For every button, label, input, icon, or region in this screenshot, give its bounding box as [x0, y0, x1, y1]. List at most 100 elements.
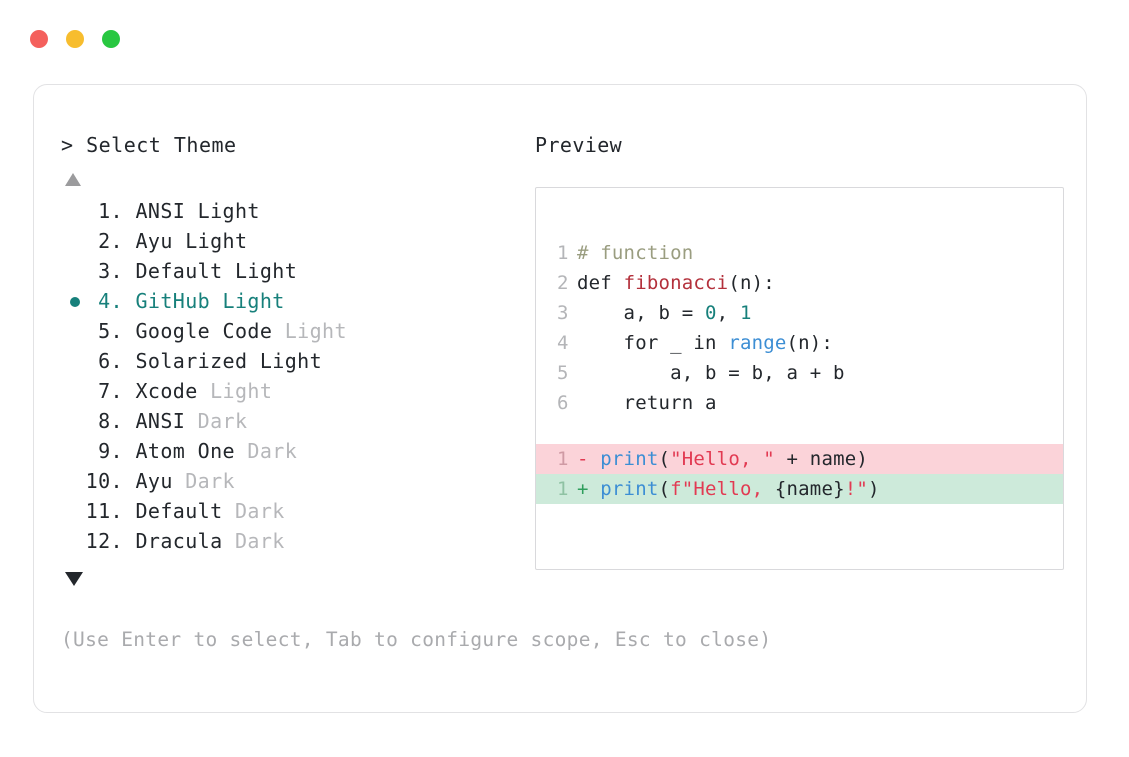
line-number: 1 — [557, 242, 569, 264]
theme-item-index: 10. — [85, 469, 123, 493]
theme-list-item[interactable]: 3. Default Light — [61, 256, 531, 286]
theme-item-name: ANSI — [123, 199, 186, 223]
code-token: ( — [658, 478, 671, 500]
code-token: 1 — [739, 302, 752, 324]
code-token: print — [600, 478, 659, 500]
diff-lines: 1- print("Hello, " + name)1+ print(f"Hel… — [536, 444, 1063, 504]
code-token: (n): — [728, 272, 775, 294]
diff-line-del: 1- print("Hello, " + name) — [536, 444, 1063, 474]
line-number: 4 — [557, 332, 569, 354]
code-token: !" — [844, 478, 869, 500]
theme-list-item[interactable]: 12. Dracula Dark — [61, 526, 531, 556]
theme-item-variant: Dark — [172, 469, 235, 493]
code-token: ) — [868, 478, 880, 500]
code-line: 4 for _ in range(n): — [536, 328, 1063, 358]
theme-item-variant: Light — [172, 229, 248, 253]
code-token: {name} — [774, 478, 845, 500]
theme-item-index: 3. — [98, 259, 123, 283]
theme-item-variant: Light — [185, 199, 260, 223]
theme-item-index: 12. — [85, 529, 123, 553]
theme-item-name: Dracula — [123, 529, 223, 553]
theme-item-name: Ayu — [123, 469, 173, 493]
theme-item-variant: Dark — [222, 499, 285, 523]
theme-list-item[interactable]: 4. GitHub Light — [61, 286, 531, 316]
theme-list-item[interactable]: 2. Ayu Light — [61, 226, 531, 256]
line-number: 3 — [557, 302, 569, 324]
theme-item-name: ANSI — [123, 409, 186, 433]
code-token: range — [728, 332, 787, 354]
theme-item-variant: Light — [210, 289, 285, 313]
theme-item-index: 11. — [85, 499, 123, 523]
scroll-down-icon[interactable] — [65, 572, 83, 586]
window-titlebar — [30, 30, 120, 48]
select-theme-prompt: > Select Theme — [61, 133, 237, 157]
code-token: (n): — [786, 332, 834, 354]
theme-item-variant: Light — [222, 259, 298, 283]
line-number: 1 — [557, 448, 569, 470]
theme-list-item[interactable]: 8. ANSI Dark — [61, 406, 531, 436]
theme-list-item[interactable]: 6. Solarized Light — [61, 346, 531, 376]
scroll-up-icon[interactable] — [65, 173, 81, 186]
theme-item-variant: Dark — [222, 529, 285, 553]
code-token: print — [600, 448, 659, 470]
code-line: 6 return a — [536, 388, 1063, 418]
theme-item-index: 9. — [98, 439, 123, 463]
theme-item-index: 1. — [98, 199, 123, 223]
maximize-window-button[interactable] — [102, 30, 120, 48]
theme-item-name: GitHub — [123, 289, 211, 313]
code-token: def — [577, 272, 624, 294]
code-line: 1 # function — [536, 238, 1063, 268]
theme-item-variant: Light — [197, 379, 273, 403]
code-token: "Hello, " — [670, 448, 775, 470]
theme-item-name: Xcode — [123, 379, 198, 403]
theme-item-variant: Dark — [185, 409, 248, 433]
diff-gap — [589, 478, 601, 500]
theme-list-item[interactable]: 1. ANSI Light — [61, 196, 531, 226]
theme-item-variant: Light — [272, 319, 347, 343]
theme-item-name: Atom One — [123, 439, 235, 463]
code-line: 5 a, b = b, a + b — [536, 358, 1063, 388]
code-token: ( — [658, 448, 671, 470]
code-token: # function — [577, 242, 694, 264]
code-token: for _ in — [577, 332, 729, 354]
line-number: 2 — [557, 272, 569, 294]
diff-line-add: 1 + print(f"Hello, {name}!") — [536, 474, 1063, 504]
code-token: a, b = b, a + b — [577, 362, 845, 384]
theme-item-name: Ayu — [123, 229, 173, 253]
code-token: fibonacci — [623, 272, 729, 294]
theme-list-item[interactable]: 9. Atom One Dark — [61, 436, 531, 466]
theme-item-name: Default — [123, 259, 223, 283]
theme-item-name: Solarized — [123, 349, 248, 373]
diff-sign: - — [577, 448, 589, 470]
theme-list-item[interactable]: 11. Default Dark — [61, 496, 531, 526]
code-line: 3 a, b = 0, 1 — [536, 298, 1063, 328]
theme-list-item[interactable]: 5. Google Code Light — [61, 316, 531, 346]
keyboard-hint-text: (Use Enter to select, Tab to configure s… — [61, 628, 772, 651]
theme-item-name: Google Code — [123, 319, 273, 343]
minimize-window-button[interactable] — [66, 30, 84, 48]
preview-label: Preview — [535, 133, 623, 157]
close-window-button[interactable] — [30, 30, 48, 48]
code-token: 0 — [705, 302, 717, 324]
code-token: a, b = — [577, 302, 706, 324]
theme-list-item[interactable]: 7. Xcode Light — [61, 376, 531, 406]
diff-spacer — [536, 418, 1063, 444]
theme-item-variant: Light — [247, 349, 323, 373]
theme-item-index: 8. — [98, 409, 123, 433]
theme-item-index: 7. — [98, 379, 123, 403]
line-number: 1 — [557, 478, 569, 500]
theme-item-index: 5. — [98, 319, 123, 343]
line-number: 5 — [557, 362, 569, 384]
code-token: + name) — [774, 448, 869, 470]
code-token: return a — [577, 392, 717, 414]
code-line: 2 def fibonacci(n): — [536, 268, 1063, 298]
diff-sign: + — [577, 478, 589, 500]
theme-item-index: 4. — [98, 289, 123, 313]
code-token: f"Hello, — [670, 478, 775, 500]
theme-list-item[interactable]: 10. Ayu Dark — [61, 466, 531, 496]
